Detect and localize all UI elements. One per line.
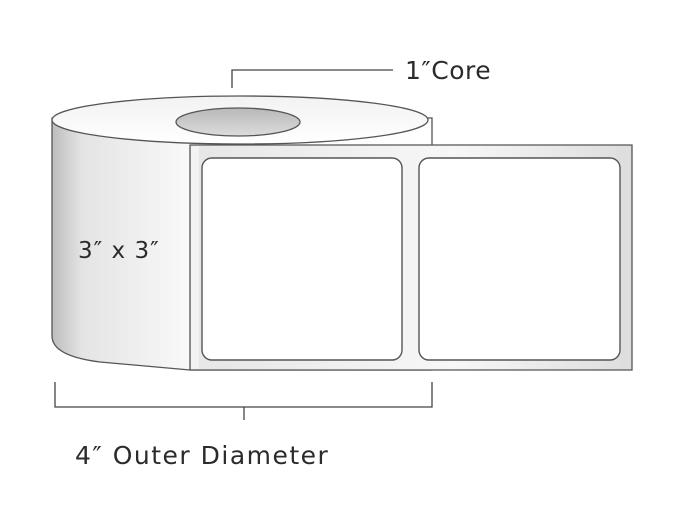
label-size-label: 3″ x 3″: [78, 238, 160, 264]
label-1: [201, 157, 403, 361]
core-leader-line: [231, 69, 393, 88]
core-hole: [175, 107, 301, 137]
core-size-label: 1″Core: [405, 56, 492, 85]
label-2: [418, 157, 621, 361]
outer-diameter-label: 4″ Outer Diameter: [75, 441, 330, 470]
diameter-bracket: [54, 382, 433, 408]
